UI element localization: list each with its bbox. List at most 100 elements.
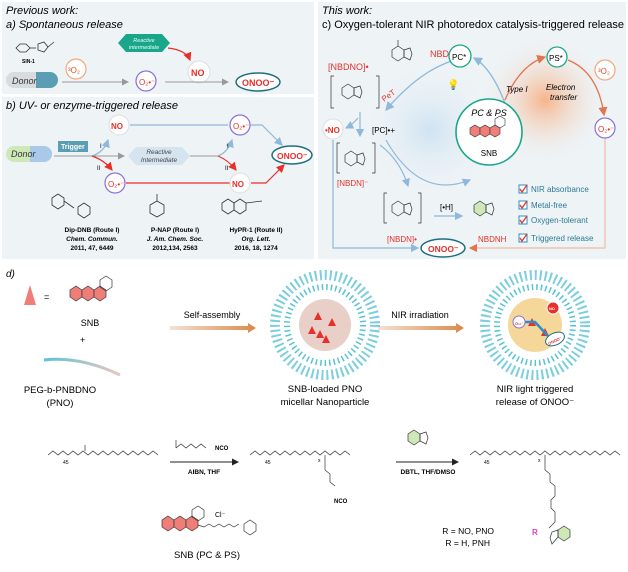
no-radical-node: [322, 118, 344, 140]
arrow-b-to-onoo-bottom: [251, 164, 285, 184]
self-assembly-arrow: [170, 323, 256, 333]
arrow-back-to-snb: [385, 139, 472, 187]
release-label-1: NIR light triggered: [497, 384, 574, 395]
compound-journal-1: Chem. Commun.: [66, 236, 118, 243]
nbdno-radical-structure: [330, 75, 380, 109]
panel-a-header: Previous work:: [6, 5, 78, 17]
compound-name-1: Dip-DNB (Route I): [65, 227, 120, 234]
sin1-label: SIN-1: [22, 59, 35, 65]
donor-label-a: Donor: [12, 76, 38, 86]
monomer-nco-label: NCO: [215, 446, 229, 452]
snb-label-d: SNB: [81, 318, 100, 328]
arrow-type1: [504, 55, 547, 101]
feature-item: NIR absorbance: [518, 184, 589, 194]
plus-sign: +: [80, 335, 85, 345]
micelle-onoo-label: ONOO⁻: [547, 335, 562, 346]
equals-sign: =: [44, 292, 49, 302]
panel-a-title: a) Spontaneous release: [6, 19, 123, 31]
micelle-label-1: SNB-loaded PNO: [288, 384, 362, 395]
feature-label: Oxygen-tolerant: [531, 216, 589, 225]
x-repeat-label-2: x: [538, 458, 541, 464]
onoo-label-c: ONOO⁻: [428, 244, 459, 254]
step2-conditions: DBTL, THF/DMSO: [401, 469, 456, 476]
peg-repeat-label-1: 45: [63, 460, 69, 466]
feature-item: Triggered release: [518, 233, 594, 243]
nbdn-anion-structure: [336, 142, 376, 174]
intermediate-hexagon-a: [118, 34, 170, 52]
pc-radical-label: [PC]•+: [372, 126, 395, 135]
nbdnh-label: NBDNH: [478, 235, 507, 244]
donor-pill-accent: [36, 72, 58, 88]
panel-b-background: [2, 97, 314, 259]
compound-ref-1: 2011, 47, 6449: [70, 245, 113, 252]
onoo-node-b: [271, 145, 313, 165]
feature-label: Metal-free: [531, 201, 568, 210]
self-assembly-label: Self-assembly: [184, 310, 241, 320]
arrow-b-route1: [91, 138, 110, 157]
check-mark-icon: [519, 215, 528, 225]
donor-pill-b-accent: [30, 146, 52, 162]
snb-full-label: SNB (PC & PS): [174, 550, 240, 561]
final-polymer-structure: [469, 450, 621, 529]
compound-ref-2: 2012,134, 2563: [152, 245, 198, 252]
release-label-2: release of ONOO⁻: [496, 397, 574, 408]
ps-star-node: [546, 46, 568, 68]
arrow-to-nbdn-radical: [379, 144, 410, 188]
arrow-b-route2: [91, 155, 113, 171]
snb-full-structure: [161, 505, 257, 536]
check-mark-icon: [519, 233, 528, 243]
micelle-nanoparticle: [270, 270, 380, 380]
compound-journal-2: J. Am. Chem. Soc.: [147, 236, 204, 243]
trigger-label: Trigger: [61, 144, 85, 151]
intermediate-label-b1: Reactive: [146, 149, 172, 156]
counter-ion-label: Cl⁻: [215, 512, 226, 519]
sin1-structure: [15, 41, 55, 53]
panel-b-title: b) UV- or enzyme-triggered release: [6, 100, 178, 112]
hypr1-structure: [221, 198, 263, 215]
monomer-structure: [175, 440, 207, 449]
feature-label: Triggered release: [531, 234, 594, 243]
polymer-label-1: PEG-b-PNBDNO: [24, 385, 96, 396]
check-mark-icon: [519, 184, 528, 194]
pc-star-label: PC*: [452, 53, 466, 62]
r-h-label: R = H, PNH: [445, 538, 490, 548]
nbdn-radical-label: [NBDN]•: [387, 235, 417, 244]
intermediate-nco-label: NCO: [334, 499, 348, 505]
superoxide-label-b2: O₂•⁻: [233, 122, 249, 131]
route1-label-b: I: [100, 144, 102, 150]
snb-triangle-icon: [24, 285, 36, 305]
no-label-a: NO: [191, 68, 205, 78]
no-node-a: [187, 60, 211, 84]
compound-journal-3: Org. Lett.: [242, 236, 271, 243]
nbdn-radical-structure: [383, 192, 422, 224]
arrow-a-red: [167, 47, 192, 62]
arrow-b-mid-route1: [217, 138, 234, 157]
ps-star-label: PS*: [549, 54, 563, 63]
type1-label: Type I: [506, 85, 528, 94]
feature-checklist: NIR absorbance Metal-free Oxygen-toleran…: [518, 184, 594, 243]
r-group-label: R: [532, 528, 538, 537]
compound-ref-3: 2016, 18, 1274: [234, 245, 278, 252]
no-radical-label: •NO: [325, 126, 340, 135]
arrow-b-to-onoo-top: [251, 124, 283, 146]
intermediate-label-b2: Intermediate: [141, 157, 178, 164]
arrow-electron-transfer: [567, 59, 608, 117]
intermediate-polymer-structure: [249, 450, 351, 487]
check-mark-icon: [519, 200, 528, 210]
superoxide-node-a: [135, 70, 157, 92]
no-label-b1: NO: [111, 122, 123, 131]
snb-label-c: SNB: [481, 149, 497, 158]
peg-repeat-label-3: 45: [484, 460, 490, 466]
intermediate-label-a2: intermediate: [129, 45, 159, 51]
route2-label-b2: II: [225, 166, 229, 172]
arrow-no-to-onoo: [332, 140, 420, 253]
micelle-no-label: NO: [549, 306, 555, 311]
oxygen-label-a: ³O₂: [68, 66, 80, 75]
feature-label: NIR absorbance: [531, 185, 589, 194]
arrow-b-mid-route2: [217, 155, 237, 171]
step1-conditions: AIBN, THF: [188, 469, 220, 476]
compound-name-3: HyPR-1 (Route II): [229, 227, 282, 234]
electron-transfer-label-1: Electron: [546, 83, 576, 92]
blue-glow: [360, 60, 500, 200]
